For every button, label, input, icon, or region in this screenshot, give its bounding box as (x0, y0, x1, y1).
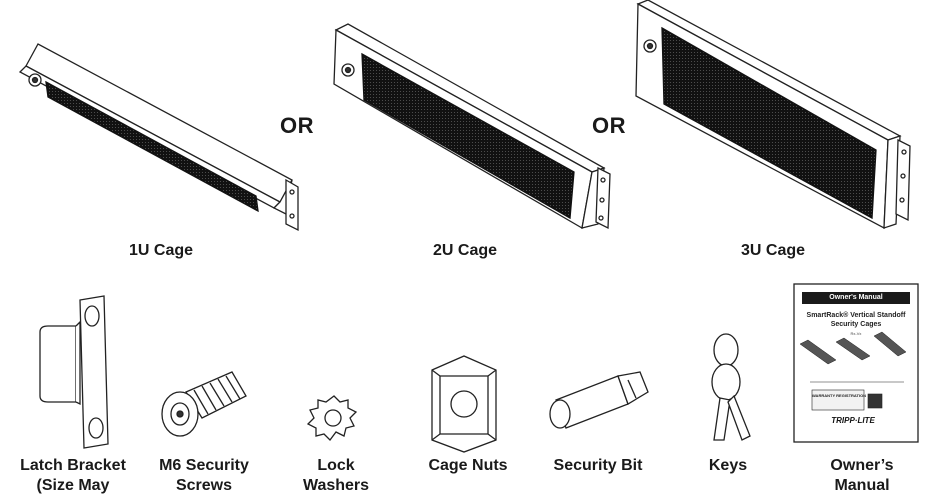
or-separator-1: OR (280, 113, 314, 138)
latch-bracket-label-line1: Latch Bracket (20, 457, 126, 474)
manual-cover-subtitle: Rx-Vx (850, 331, 862, 336)
security-screw-illustration (161, 371, 247, 437)
cage-nuts-label: Cage Nuts (428, 457, 508, 474)
manual-brand-logo: TRIPP·LITE (831, 416, 875, 425)
security-bit-label: Security Bit (553, 457, 643, 474)
owners-manual-illustration (793, 283, 919, 443)
latch-bracket-label-line2: (Size May (36, 477, 110, 494)
cage-1u-illustration (18, 43, 299, 232)
cage-nut-illustration (431, 355, 497, 453)
latch-bracket-illustration (39, 295, 109, 449)
manual-label-line2: Manual (834, 477, 890, 494)
or-separator-2: OR (592, 113, 626, 138)
screws-label-line2: Screws (175, 477, 233, 494)
manual-label-line1: Owner’s (830, 457, 894, 474)
lock-washer-illustration (306, 395, 358, 441)
cage-3u-illustration (635, 0, 911, 230)
cage-3u-label: 3U Cage (740, 242, 806, 259)
manual-cover-header: Owner's Manual (802, 292, 910, 304)
cage-2u-label: 2U Cage (432, 242, 498, 259)
washers-label-line2: Washers (302, 477, 370, 494)
keys-illustration (711, 333, 751, 441)
cage-1u-label: 1U Cage (128, 242, 194, 259)
manual-cover-title: SmartRack® Vertical Standoff Security Ca… (806, 312, 906, 328)
screws-label-line1: M6 Security (159, 457, 249, 474)
manual-warranty-text: WARRANTY REGISTRATION (812, 393, 867, 398)
keys-label: Keys (708, 457, 748, 474)
cage-2u-illustration (333, 23, 611, 230)
security-bit-illustration (549, 371, 649, 429)
washers-label-line1: Lock (317, 457, 355, 474)
